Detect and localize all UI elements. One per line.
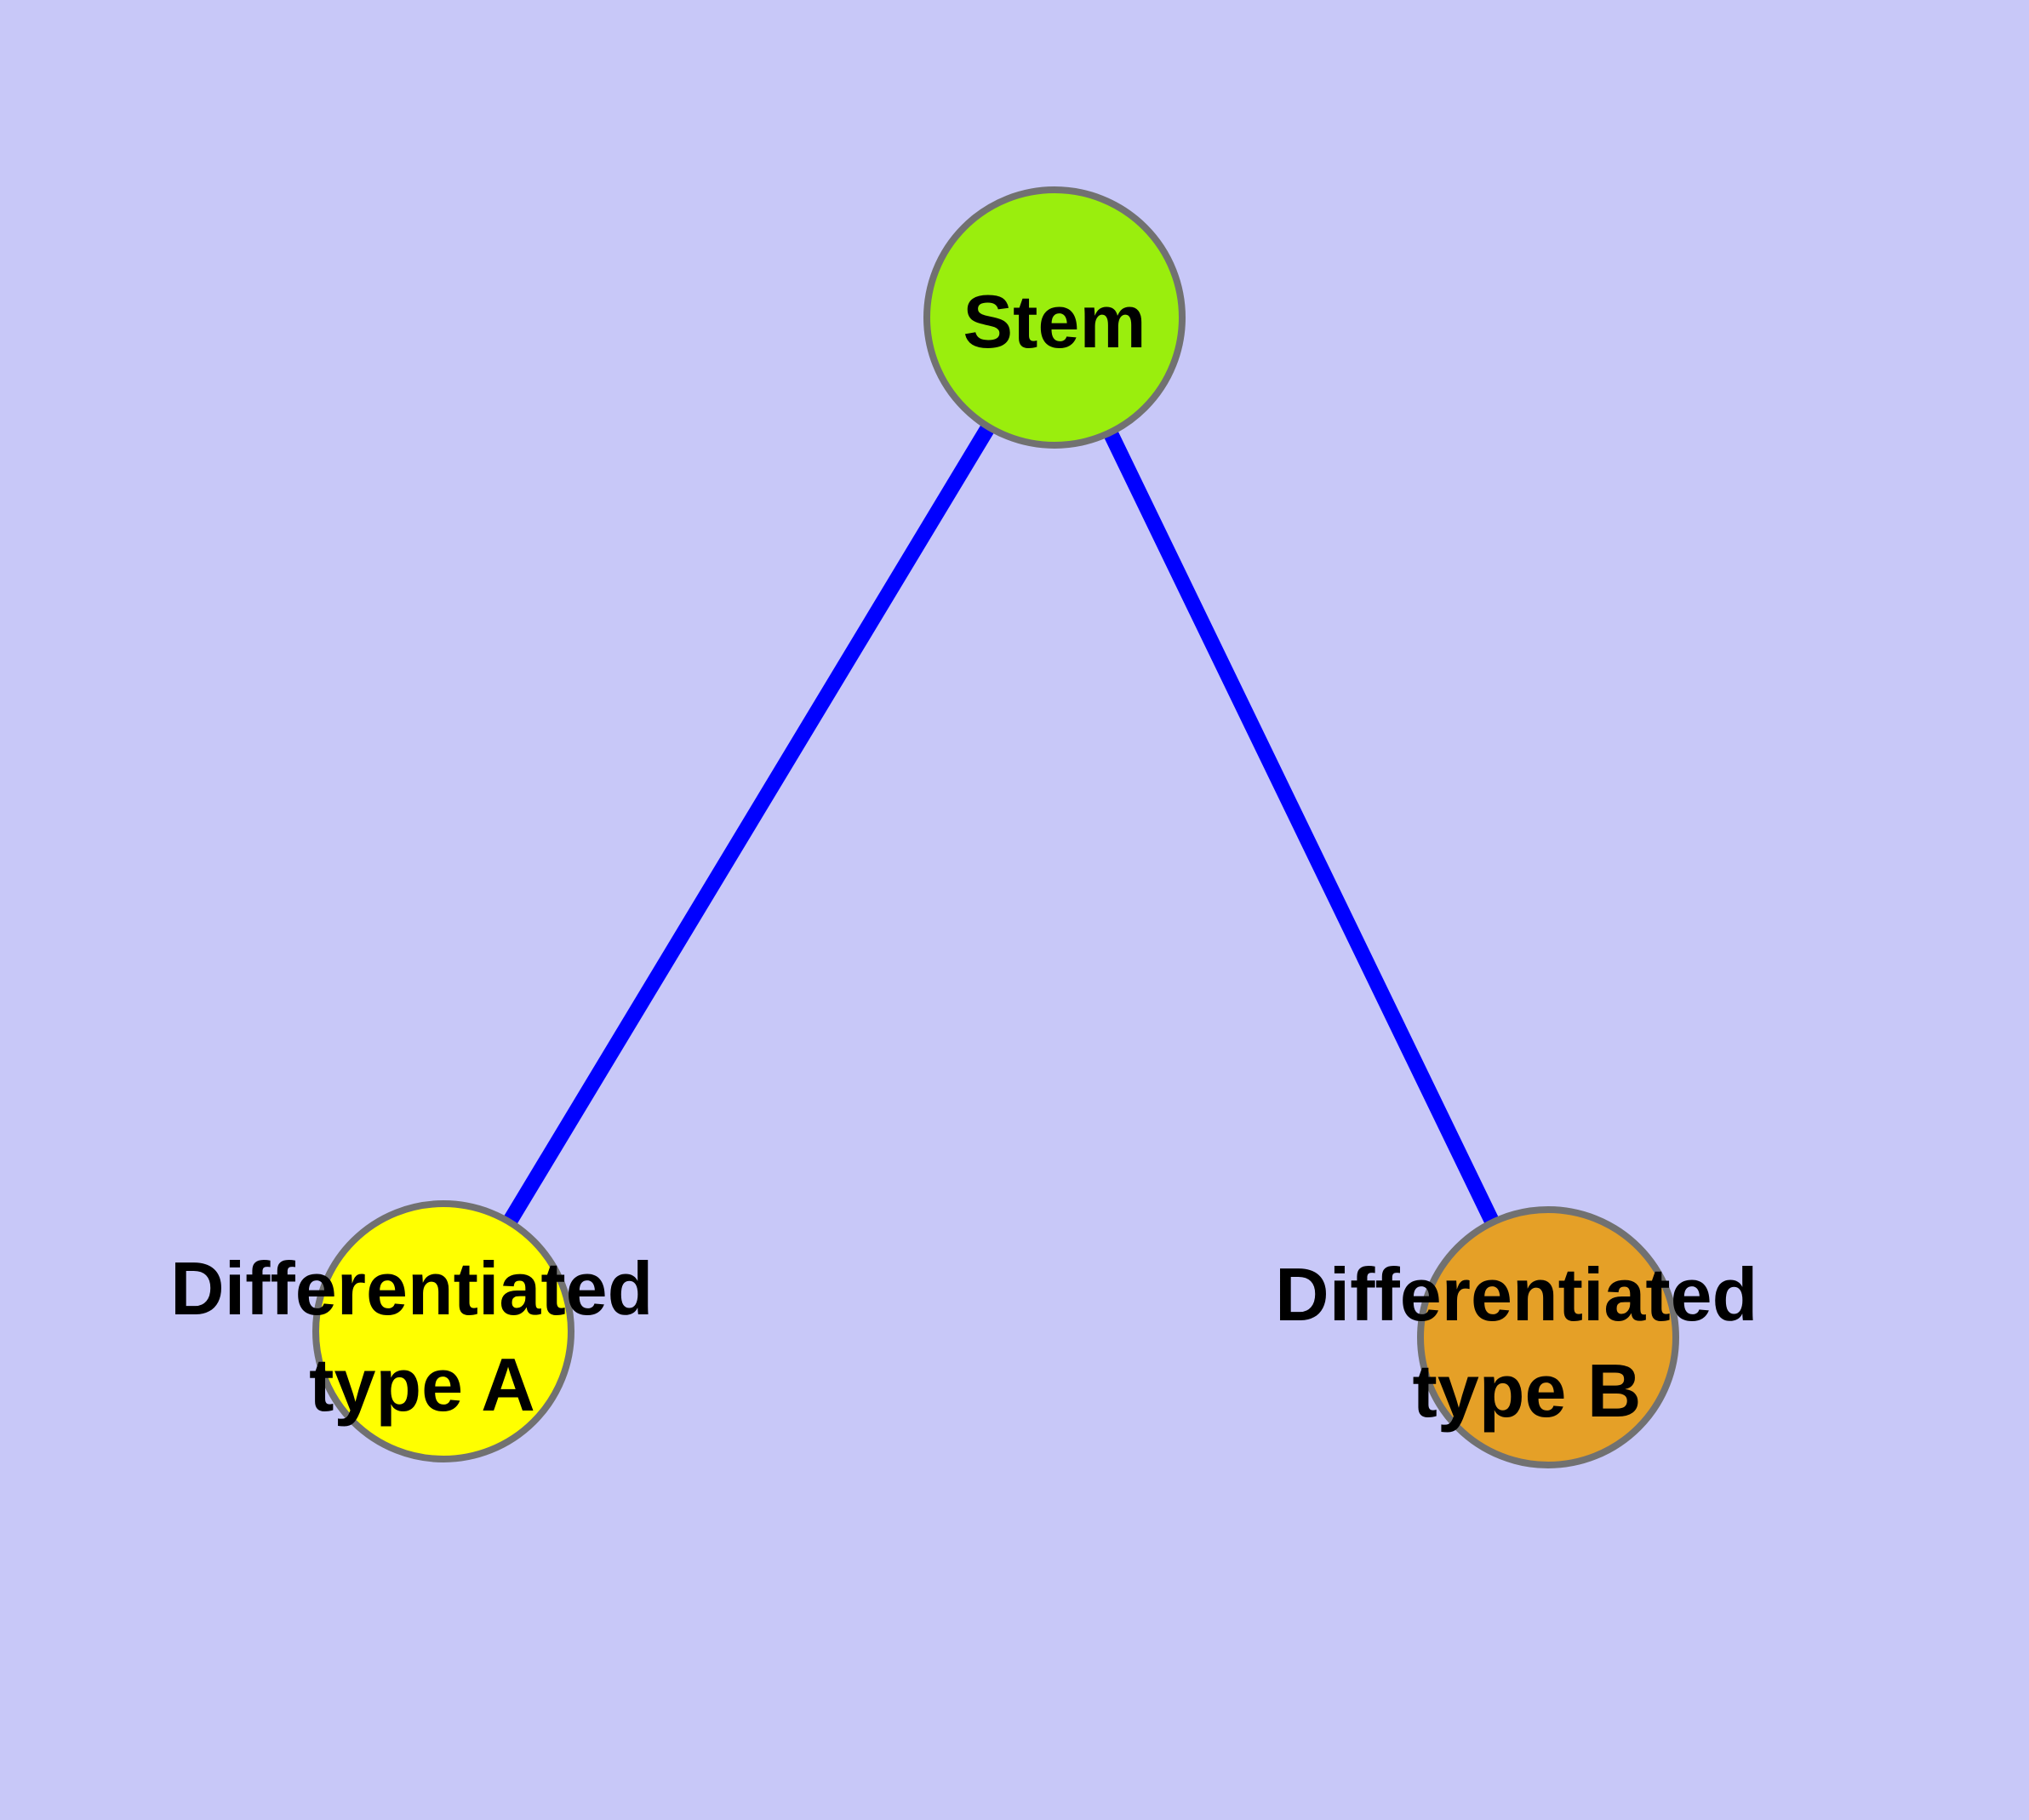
node-stem: [923, 186, 1186, 449]
node-differentiated-type-b: [1417, 1206, 1679, 1468]
edge-stem-to-type-b: [1047, 314, 1556, 1341]
node-type-a-label: Differentiated type A: [170, 1246, 674, 1427]
edge-stem-to-type-a: [437, 313, 1061, 1336]
node-differentiated-type-a: [312, 1200, 574, 1462]
node-stem-label: Stem: [963, 279, 1146, 363]
node-type-b-label: Differentiated type B: [1275, 1252, 1779, 1433]
